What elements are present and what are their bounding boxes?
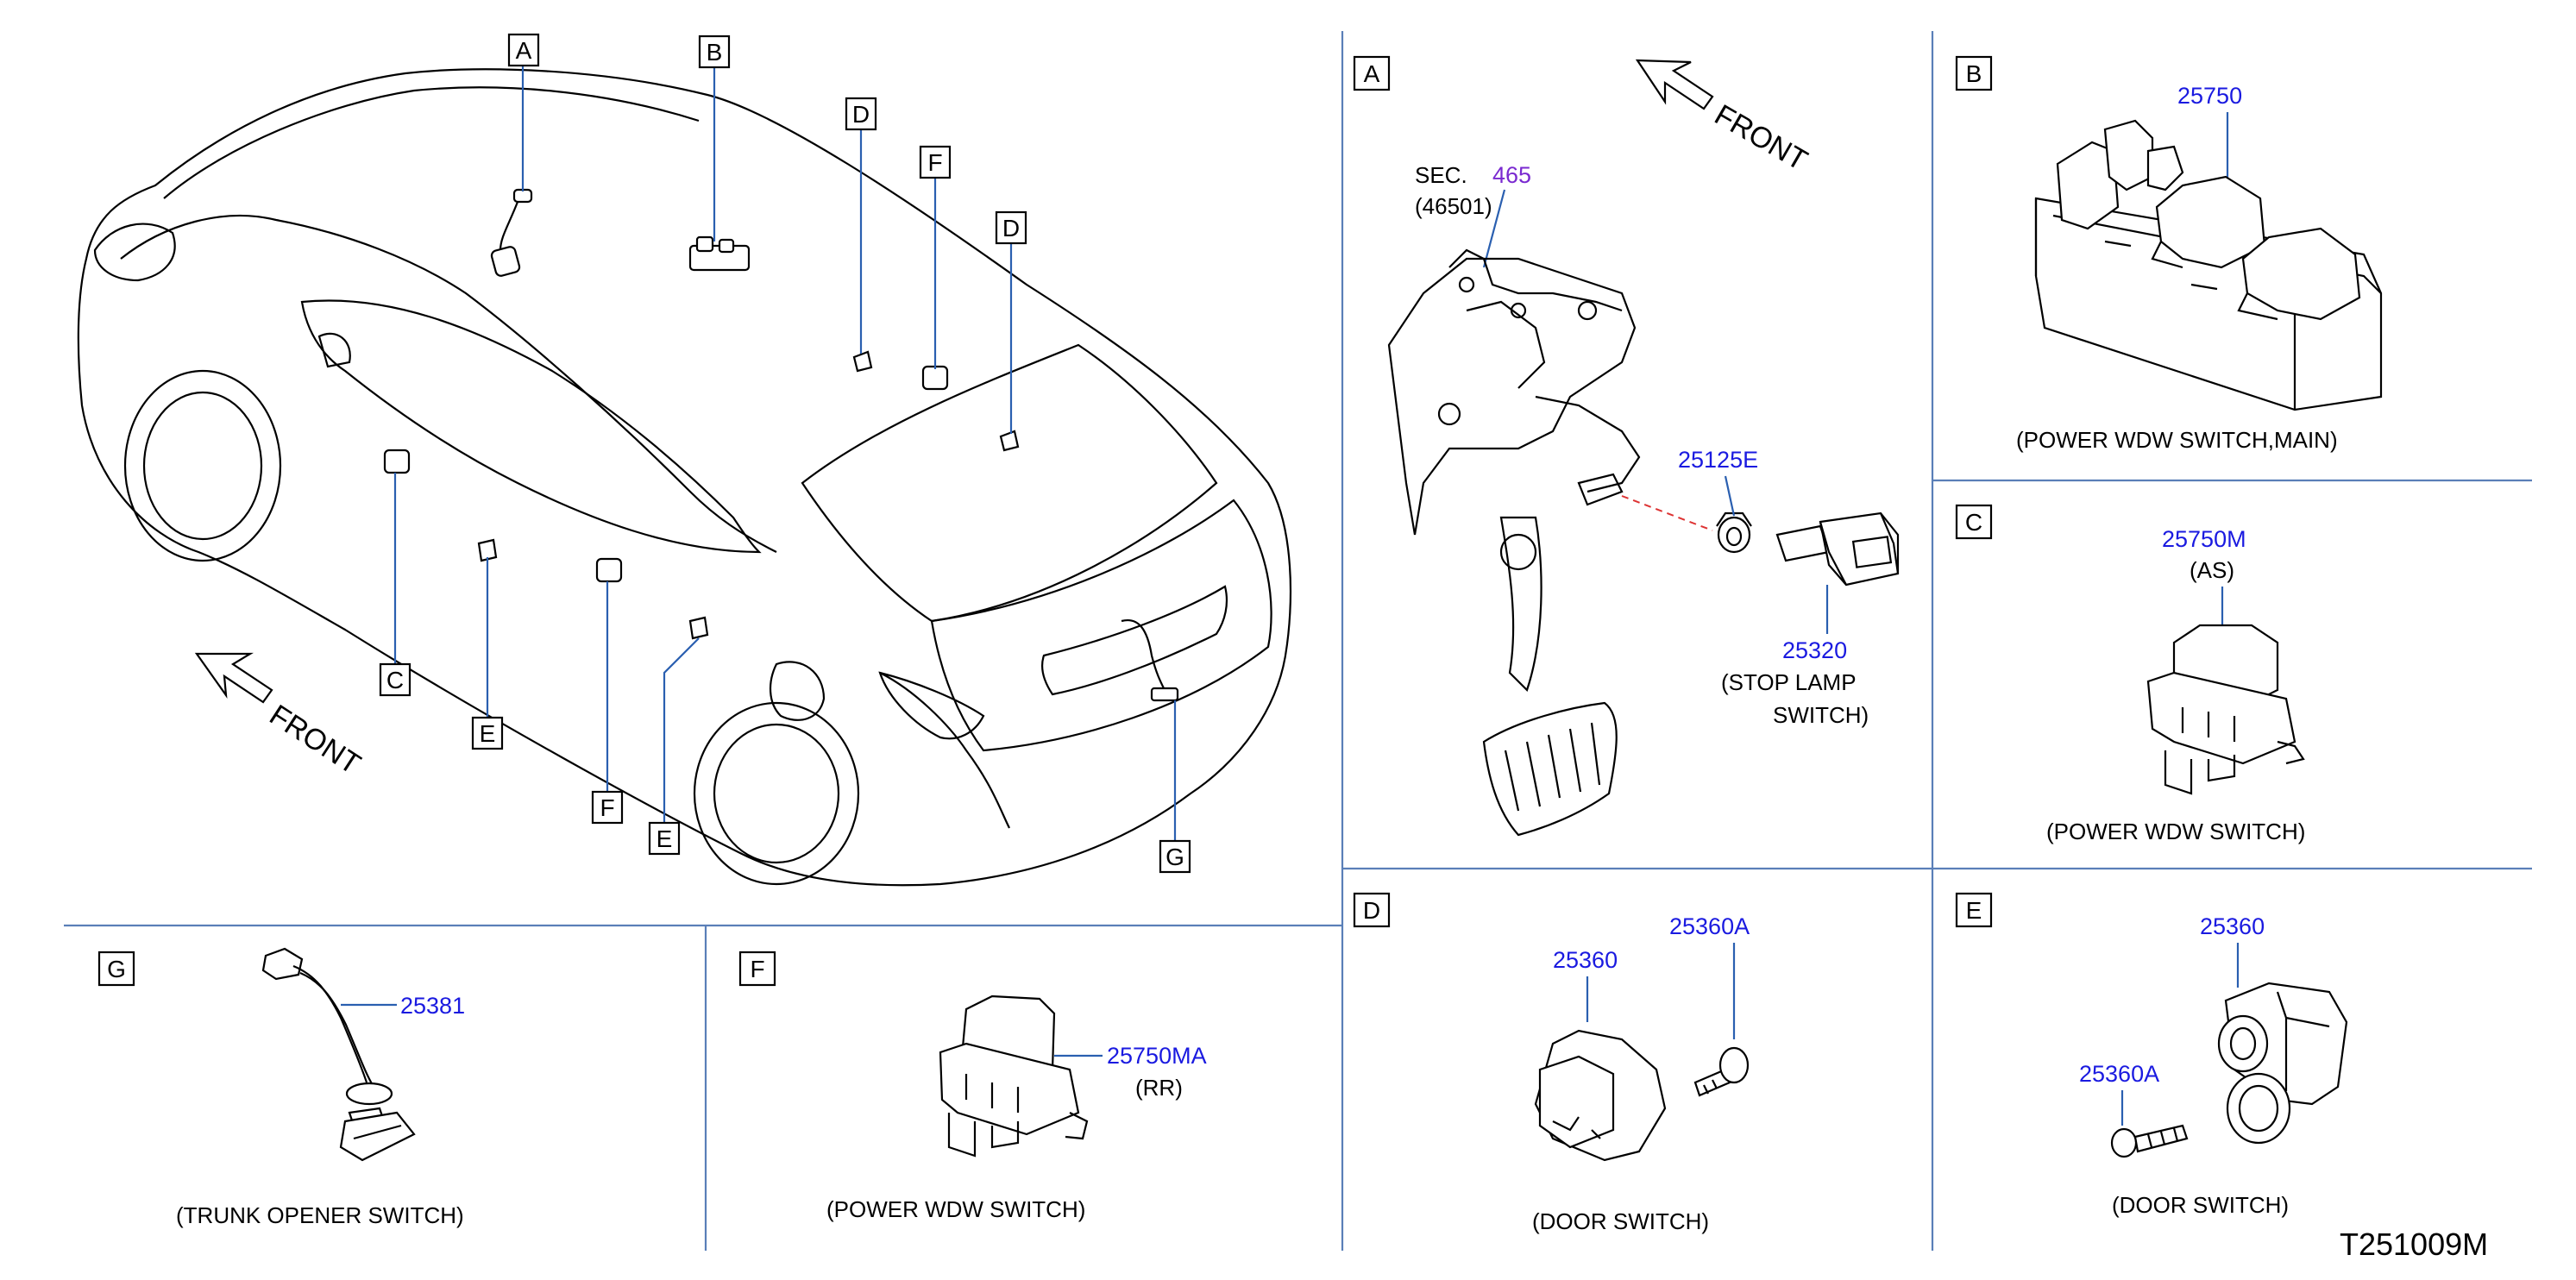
- car-part-F2: [595, 557, 623, 583]
- car-part-A: [490, 188, 533, 277]
- callout-B: B: [698, 35, 731, 69]
- callout-F-rear: F: [591, 790, 624, 825]
- stop-lamp-switch-25320: [1775, 511, 1900, 587]
- panel-E: E 25360 25360A (DOOR SWITCH): [1955, 892, 2348, 1218]
- label-panel-F-part: 25750MA: [1107, 1043, 1207, 1069]
- label-panel-F-caption: (POWER WDW SWITCH): [826, 1196, 1085, 1222]
- label-panel-A-sec-prefix: SEC.: [1415, 162, 1467, 188]
- car-part-D2: [999, 430, 1020, 452]
- label-car-view-callouts-F2: F: [600, 794, 614, 821]
- label-car-view-callouts-F1: F: [927, 149, 942, 176]
- car-part-G: [1121, 618, 1179, 702]
- label-car-view-callouts-E1: E: [480, 720, 496, 747]
- label-panel-E-part-1: 25360: [2200, 913, 2265, 939]
- passenger-window-switch: [2146, 624, 2305, 795]
- label-panel-B-letter: B: [1966, 60, 1982, 87]
- label-panel-C-letter: C: [1965, 509, 1982, 536]
- door-switch-D-bolt: [1693, 1046, 1750, 1097]
- callout-E-rear: E: [648, 821, 681, 856]
- label-car-view-callouts-D1: D: [852, 101, 870, 128]
- callout-D-roof: D: [845, 97, 877, 131]
- car-part-C: [383, 449, 411, 474]
- label-panel-C-part: 25750M: [2162, 526, 2246, 552]
- label-panel-D-caption: (DOOR SWITCH): [1532, 1208, 1709, 1234]
- main-window-switch: [2034, 119, 2383, 411]
- callout-E-front: E: [471, 716, 504, 750]
- label-panel-A-part-2: 25320: [1782, 637, 1847, 663]
- label-panel-E-letter: E: [1966, 897, 1982, 924]
- label-panel-A-sec-sub: (46501): [1415, 193, 1492, 219]
- callout-F-roof: F: [919, 145, 952, 179]
- callout-C: C: [379, 662, 412, 697]
- brake-pedal-assembly: [1387, 248, 1641, 837]
- label-car-view-callouts-A: A: [516, 37, 532, 64]
- label-panel-F-letter: F: [750, 956, 764, 982]
- label-car-view-callouts-G: G: [1165, 844, 1184, 870]
- label-panel-D-part-1: 25360: [1553, 947, 1618, 973]
- panel-G: G 25381 (TRUNK OPENER SWITCH): [97, 947, 465, 1228]
- panel-D: D 25360 25360A (DOOR SWITCH): [1353, 892, 1750, 1234]
- car-part-E1: [477, 538, 498, 562]
- rear-window-switch: [939, 995, 1089, 1158]
- car-part-E2: [688, 616, 709, 640]
- callout-D-rear: D: [995, 210, 1027, 245]
- label-panel-C-caption: (POWER WDW SWITCH): [2046, 819, 2305, 844]
- label-panel-A-sec-number: 465: [1492, 162, 1531, 188]
- label-panel-D-part-2: 25360A: [1669, 913, 1750, 939]
- front-arrow-A: FRONT: [1635, 59, 1813, 177]
- label-panel-F-part-sub: (RR): [1135, 1075, 1183, 1101]
- callout-G: G: [1159, 839, 1191, 874]
- label-car-view-front-label: FRONT: [264, 699, 367, 781]
- panel-C: C 25750M (AS) (POWER WDW SWITCH): [1955, 504, 2305, 844]
- car-part-D1: [852, 350, 873, 373]
- label-panel-G-part: 25381: [400, 993, 465, 1019]
- trunk-opener-switch: [261, 947, 416, 1162]
- car-part-F1: [921, 365, 949, 391]
- label-panel-B-caption: (POWER WDW SWITCH,MAIN): [2016, 427, 2338, 453]
- front-wheel: [123, 369, 282, 562]
- label-car-view-callouts-B: B: [707, 39, 723, 66]
- car-rear-window: [801, 343, 1218, 623]
- car-roof: [120, 86, 777, 553]
- car-trunk: [930, 499, 1272, 752]
- label-car-view-callouts-E2: E: [657, 825, 673, 852]
- label-panel-G-caption: (TRUNK OPENER SWITCH): [176, 1202, 464, 1228]
- label-panel-E-part-2: 25360A: [2079, 1061, 2159, 1087]
- label-panel-A-letter: A: [1364, 60, 1380, 87]
- panel-dividers: [64, 31, 2532, 1251]
- car-part-B: [688, 235, 751, 272]
- panel-F: F 25750MA (RR) (POWER WDW SWITCH): [738, 951, 1207, 1222]
- car-bumper: [879, 672, 1010, 829]
- label-panel-A-caption-1: (STOP LAMP: [1721, 669, 1857, 695]
- door-switch-D: [1534, 1029, 1667, 1162]
- label-panel-C-part-sub: (AS): [2190, 557, 2234, 583]
- door-switch-E: [2217, 982, 2348, 1145]
- label-car-view-callouts-D2: D: [1002, 215, 1020, 242]
- front-arrow-car: FRONT: [194, 652, 367, 781]
- door-switch-E-bolt: [2110, 1124, 2189, 1158]
- clip-25125E: [1716, 511, 1752, 554]
- car-side-window: [300, 299, 762, 554]
- panel-A: A FRONT SEC. 465 (46501): [1353, 55, 1900, 837]
- car-overview: A B D F D C E F: [77, 33, 1292, 887]
- fuel-door: [769, 661, 826, 721]
- headlight: [93, 223, 176, 282]
- label-car-view-callouts-C: C: [386, 667, 404, 693]
- label-panel-E-caption: (DOOR SWITCH): [2112, 1192, 2289, 1218]
- label-panel-A-caption-2: SWITCH): [1773, 702, 1869, 728]
- label-panel-G-letter: G: [107, 956, 126, 982]
- car-trunk-recess: [1040, 585, 1228, 696]
- label-panel-B-part: 25750: [2177, 83, 2242, 109]
- rear-wheel: [693, 701, 860, 886]
- panel-B: B 25750 (POWER WDW SWITCH,MAIN): [1955, 55, 2383, 453]
- label-panel-A-front-label: FRONT: [1709, 98, 1813, 177]
- car-body-outline: [77, 68, 1292, 887]
- car-tail-light: [878, 671, 985, 740]
- diagram-code: T251009M: [2340, 1227, 2488, 1262]
- callout-A: A: [507, 33, 540, 67]
- label-panel-D-letter: D: [1363, 897, 1380, 924]
- label-panel-A-part-1: 25125E: [1678, 447, 1758, 473]
